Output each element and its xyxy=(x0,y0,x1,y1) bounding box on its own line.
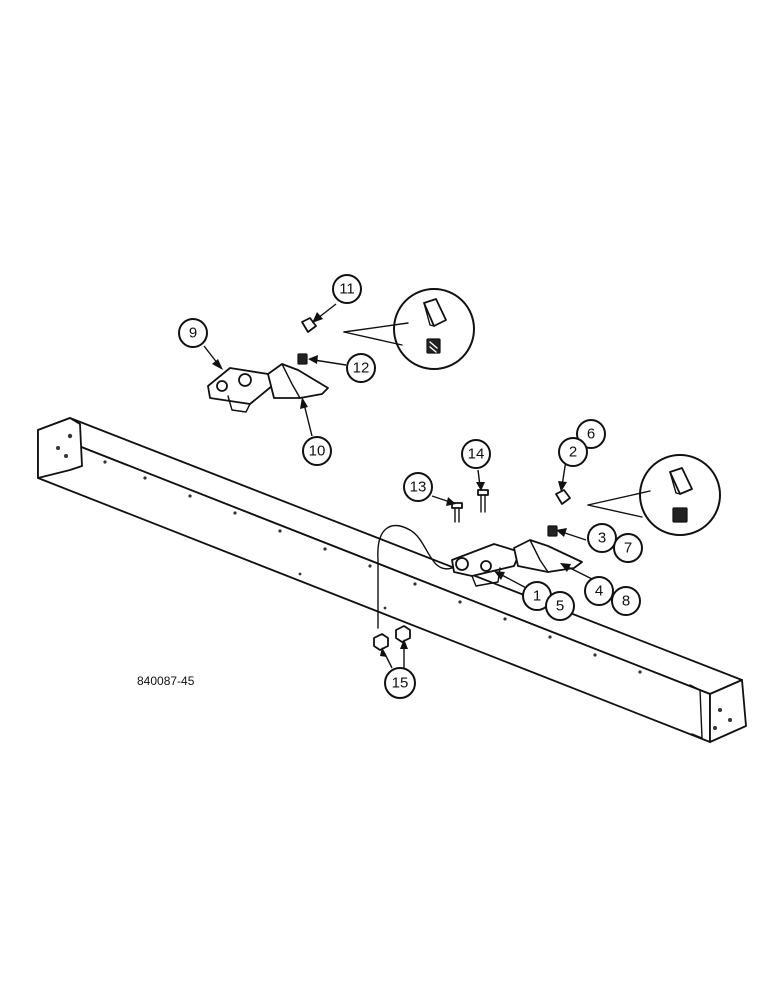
svg-text:8: 8 xyxy=(622,593,630,610)
svg-text:15: 15 xyxy=(392,675,409,692)
callout-3: 3 xyxy=(587,523,617,553)
svg-text:11: 11 xyxy=(339,281,355,298)
detail-view-lower xyxy=(587,454,721,536)
main-bar xyxy=(37,417,747,743)
callout-9: 9 xyxy=(178,318,208,348)
svg-text:2: 2 xyxy=(569,444,577,461)
callout-8: 8 xyxy=(611,586,641,616)
callout-14: 14 xyxy=(461,439,491,469)
callout-4: 4 xyxy=(584,576,614,606)
svg-text:14: 14 xyxy=(468,446,485,463)
bar-holes xyxy=(56,433,732,730)
svg-text:1: 1 xyxy=(533,588,541,605)
callout-13: 13 xyxy=(403,472,433,502)
svg-text:12: 12 xyxy=(353,360,370,377)
callout-1: 1 xyxy=(522,581,552,611)
leader-lines xyxy=(203,303,595,669)
callout-5: 5 xyxy=(545,591,575,621)
callout-12: 12 xyxy=(346,353,376,383)
upper-left-assembly xyxy=(207,317,329,413)
right-assembly xyxy=(377,489,583,629)
callout-6: 6 xyxy=(576,419,606,449)
svg-text:4: 4 xyxy=(595,583,603,600)
drawing-reference-number: 840087-45 xyxy=(137,674,195,688)
detail-view-upper xyxy=(343,288,475,370)
svg-text:10: 10 xyxy=(309,443,326,460)
svg-text:6: 6 xyxy=(587,426,595,443)
callout-7: 7 xyxy=(613,533,643,563)
callout-10: 10 xyxy=(302,436,332,466)
svg-text:13: 13 xyxy=(410,479,427,496)
callout-11: 11 xyxy=(332,274,362,304)
svg-text:9: 9 xyxy=(189,325,197,342)
callout-2: 2 xyxy=(558,437,588,467)
nuts-15 xyxy=(373,625,411,651)
svg-text:7: 7 xyxy=(624,540,632,557)
svg-text:3: 3 xyxy=(598,530,606,547)
svg-text:5: 5 xyxy=(556,598,564,615)
callout-15: 15 xyxy=(384,667,416,699)
